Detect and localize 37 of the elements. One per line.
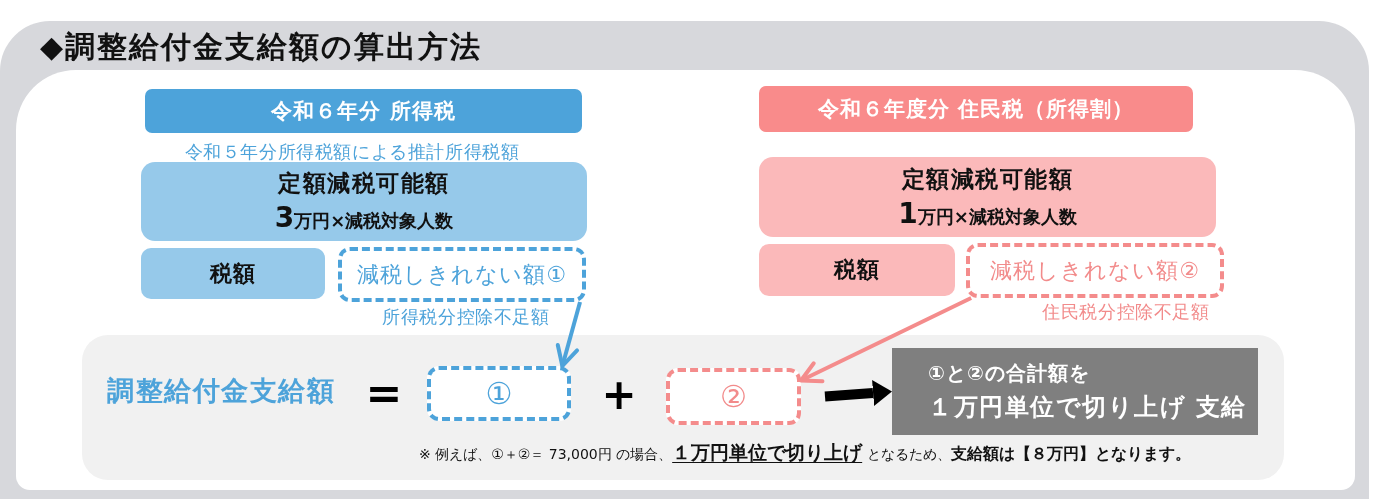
tax-label: 税額 <box>834 256 880 284</box>
info-box <box>141 248 325 299</box>
result-box <box>892 348 1258 435</box>
diagram-title: ◆調整給付金支給額の算出方法 <box>40 28 484 66</box>
circled-number: ② <box>720 379 747 414</box>
header-bar <box>145 89 582 133</box>
result-text: ①と②の合計額を <box>928 359 1090 387</box>
block-arrow <box>824 379 892 406</box>
dashed-box <box>966 243 1224 298</box>
plus-sign: + <box>600 370 638 420</box>
header-bar <box>759 86 1193 132</box>
info-box <box>759 157 1216 237</box>
header-label: 令和６年度分 住民税（所得割） <box>817 96 1135 123</box>
arrow <box>555 301 582 368</box>
caption-text: 所得税分控除不足額 <box>381 305 551 329</box>
formula-panel <box>82 335 1284 480</box>
circled-number: ① <box>485 376 513 411</box>
footnote-text: ※ 例えば、①＋②＝ 73,000円 の場合、１万円単位で切り上げ となるため、支給額は【８万円】となります。 <box>419 440 1192 465</box>
caption-text: 住民税分控除不足額 <box>1041 300 1211 324</box>
result-text: １万円単位で切り上げ 支給 <box>928 391 1247 423</box>
box-title: 定額減税可能額 <box>901 164 1074 194</box>
tax-label: 税額 <box>210 259 256 288</box>
equals-sign: = <box>364 368 404 418</box>
dashed-box <box>427 366 571 421</box>
info-box <box>141 162 587 241</box>
dashed-box <box>338 247 586 302</box>
arrow <box>799 296 973 384</box>
dashed-box <box>666 368 801 425</box>
formula-label: 調整給付金支給額 <box>107 374 335 408</box>
header-label: 令和６年分 所得税 <box>271 98 456 125</box>
formula-text: 3万円×減税対象人数 <box>274 201 454 236</box>
shortfall-label: 減税しきれない額① <box>357 260 567 289</box>
shortfall-label: 減税しきれない額② <box>990 256 1200 285</box>
formula-text: 1万円×減税対象人数 <box>898 196 1077 232</box>
box-title: 定額減税可能額 <box>278 169 450 198</box>
info-box <box>759 244 955 296</box>
caption-text: 令和５年分所得税額による推計所得税額 <box>183 140 521 164</box>
